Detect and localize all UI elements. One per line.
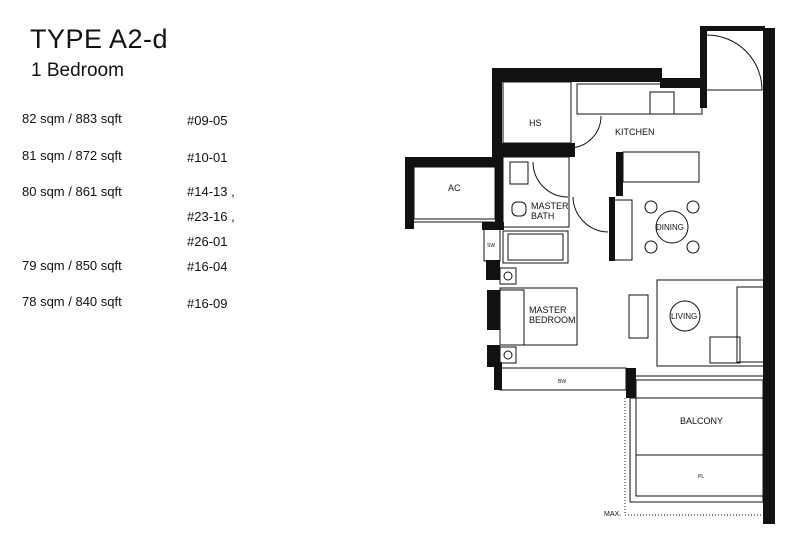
unit-number: #26-01	[187, 234, 228, 249]
unit-number: #10-01	[187, 150, 228, 165]
room-label-living: LIVING	[671, 312, 697, 321]
room-outlines	[413, 34, 766, 503]
room-label-bw: BW	[558, 379, 566, 385]
room-label-master-bedroom: MASTER	[529, 305, 567, 315]
unit-area: 79 sqm / 850 sqft	[22, 258, 122, 273]
room-label-ac: AC	[448, 183, 461, 193]
room-label-dining: DINING	[656, 223, 684, 232]
room-label-master-bath: MASTER	[531, 201, 569, 211]
unit-area: 80 sqm / 861 sqft	[22, 184, 122, 199]
unit-area: 81 sqm / 872 sqft	[22, 148, 122, 163]
max-label: MAX.	[604, 511, 621, 518]
room-label-sw: SW	[487, 243, 495, 249]
room-label-master-bath: BATH	[531, 211, 554, 221]
room-label-hs: HS	[529, 118, 542, 128]
room-label-kitchen: KITCHEN	[615, 127, 655, 137]
room-label-master-bedroom: BEDROOM	[529, 315, 576, 325]
unit-number: #16-09	[187, 296, 228, 311]
bedroom-count: 1 Bedroom	[31, 60, 124, 81]
unit-area: 82 sqm / 883 sqft	[22, 111, 122, 126]
unit-number: #09-05	[187, 113, 228, 128]
unit-number: #23-16 ,	[187, 209, 235, 224]
room-label-pl: PL	[698, 474, 704, 480]
unit-area: 78 sqm / 840 sqft	[22, 294, 122, 309]
room-label-balcony: BALCONY	[680, 416, 723, 426]
unit-number: #16-04	[187, 259, 228, 274]
unit-type-title: TYPE A2-d	[30, 24, 169, 54]
walls	[405, 26, 775, 524]
unit-number: #14-13 ,	[187, 184, 235, 199]
